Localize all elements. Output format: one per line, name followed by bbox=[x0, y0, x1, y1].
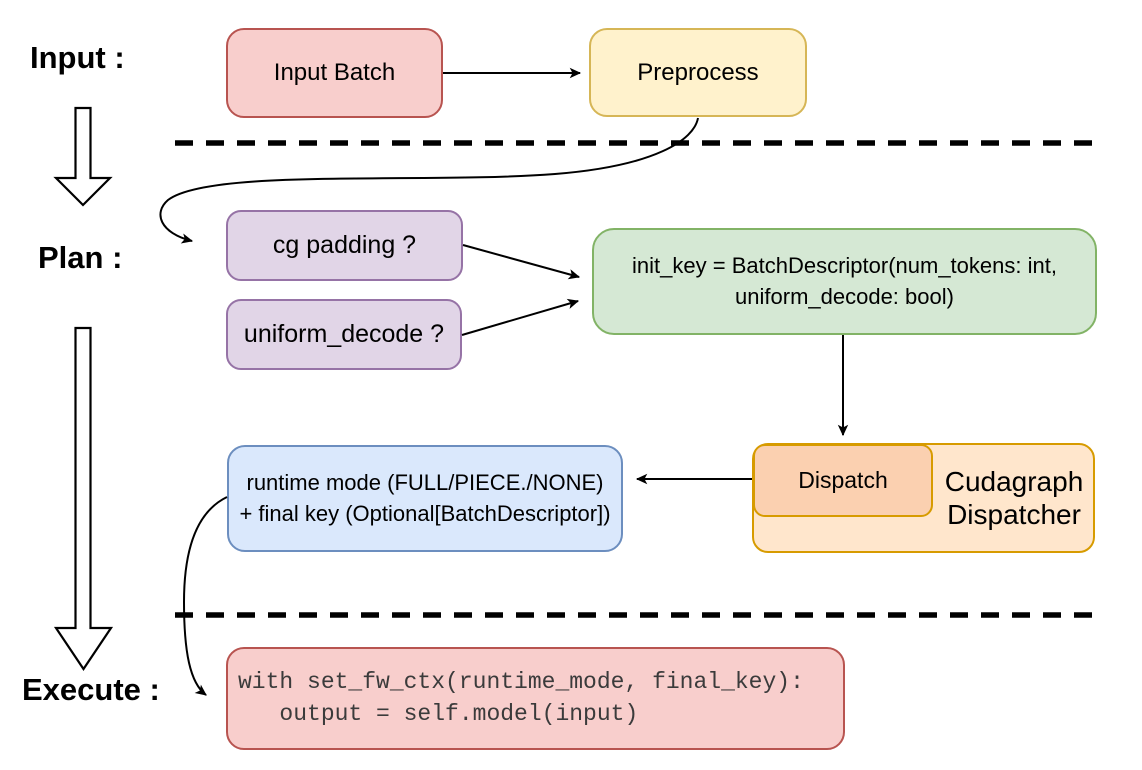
cudagraph-line2: Dispatcher bbox=[947, 499, 1081, 530]
node-execute-code: with set_fw_ctx(runtime_mode, final_key)… bbox=[226, 647, 845, 750]
stage-label-execute: Execute : bbox=[22, 672, 160, 707]
init-key-line1: init_key = BatchDescriptor(num_tokens: i… bbox=[632, 253, 1057, 279]
init-key-line2: uniform_decode: bool) bbox=[735, 283, 954, 309]
node-preprocess: Preprocess bbox=[589, 28, 807, 117]
stage-arrow-input-to-plan-icon bbox=[53, 106, 113, 207]
arrow-runtime-to-code bbox=[182, 496, 228, 696]
runtime-line2: + final key (Optional[BatchDescriptor]) bbox=[239, 500, 611, 526]
arrow-cgpadding-to-initkey bbox=[462, 244, 581, 280]
node-init-key: init_key = BatchDescriptor(num_tokens: i… bbox=[592, 228, 1097, 335]
node-dispatch: Dispatch bbox=[753, 444, 933, 517]
code-line2: output = self.model(input) bbox=[238, 700, 639, 727]
cudagraph-dispatcher-label: Cudagraph Dispatcher bbox=[933, 443, 1095, 553]
cudagraph-line1: Cudagraph bbox=[944, 465, 1084, 497]
stage-label-input: Input : bbox=[30, 40, 125, 75]
stage-label-plan: Plan : bbox=[38, 240, 123, 275]
stage-arrow-plan-to-execute-icon bbox=[53, 326, 114, 671]
runtime-line1: runtime mode (FULL/PIECE./NONE) bbox=[246, 469, 604, 495]
arrow-uniformdecode-to-initkey bbox=[461, 298, 580, 336]
node-input-batch: Input Batch bbox=[226, 28, 443, 118]
node-runtime-mode: runtime mode (FULL/PIECE./NONE) + final … bbox=[227, 445, 623, 552]
node-cg-padding: cg padding ? bbox=[226, 210, 463, 281]
code-line1: with set_fw_ctx(runtime_mode, final_key)… bbox=[238, 669, 804, 696]
node-uniform-decode: uniform_decode ? bbox=[226, 299, 462, 370]
